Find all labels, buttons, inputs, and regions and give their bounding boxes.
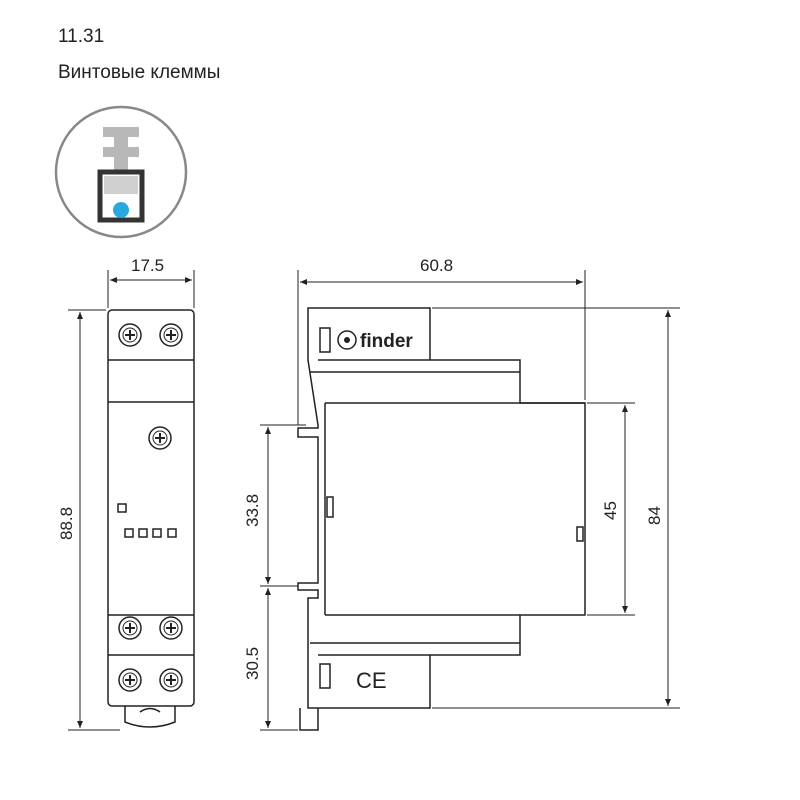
- dim-width-front: 17.5: [131, 256, 164, 275]
- front-screws: [118, 323, 183, 692]
- finder-logo: finder: [337, 330, 413, 352]
- screw-icon: [159, 668, 183, 692]
- screw-icon: [118, 668, 142, 692]
- screw-icon: [159, 616, 183, 640]
- logo-text: finder: [360, 331, 413, 352]
- screw-icon: [118, 323, 142, 347]
- dim-rail-lower: 30.5: [243, 647, 262, 680]
- screw-icon: [148, 426, 172, 450]
- screw-icon: [159, 323, 183, 347]
- wire-dot-icon: [113, 202, 129, 218]
- front-view: [107, 309, 195, 728]
- model-number: 11.31: [58, 26, 105, 47]
- dim-rail-upper: 33.8: [243, 494, 262, 527]
- screw-terminal-icon: [54, 105, 188, 239]
- ce-mark: CE: [356, 668, 387, 693]
- dim-height-side: 84: [645, 506, 664, 525]
- terminal-type-title: Винтовые клеммы: [58, 62, 221, 83]
- dim-height-cover: 45: [601, 501, 620, 520]
- dim-height-front: 88.8: [57, 507, 76, 540]
- side-view: [297, 307, 586, 731]
- screw-icon: [118, 616, 142, 640]
- dimension-lines: [68, 270, 680, 731]
- dim-depth-side: 60.8: [420, 256, 453, 275]
